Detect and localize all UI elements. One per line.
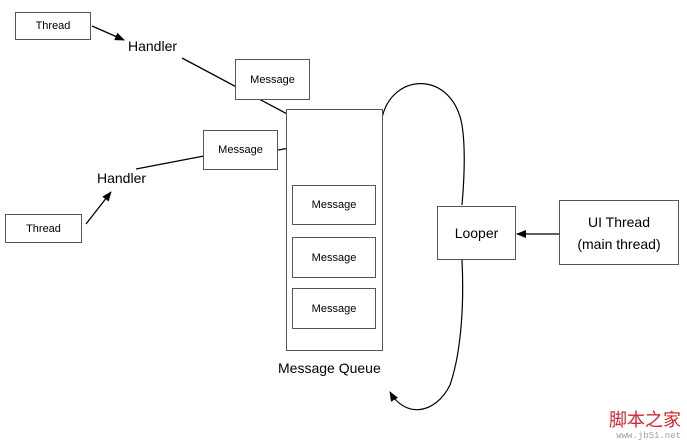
looper-cycle-arc-bottom (389, 259, 464, 411)
message-queue-box: Message Message Message (286, 109, 383, 351)
watermark-url: www.jb51.net (616, 431, 681, 441)
watermark: 脚本之家 www.jb51.net (609, 410, 681, 442)
thread-label: Thread (26, 222, 61, 235)
message-box-incoming-top: Message (235, 59, 310, 100)
message-label: Message (311, 199, 357, 211)
message-queue-label: Message Queue (278, 360, 381, 376)
looper-box: Looper (437, 206, 516, 260)
queue-message-2: Message (292, 237, 376, 278)
handler-label-top: Handler (128, 38, 178, 54)
queue-message-1: Message (292, 185, 376, 225)
ui-thread-box: UI Thread (main thread) (559, 200, 679, 265)
queue-message-3: Message (292, 288, 376, 329)
message-label: Message (218, 144, 263, 156)
ui-thread-label: UI Thread (588, 213, 650, 230)
line-handler-bottom-to-message (135, 155, 205, 170)
arrow-thread-to-handler-bottom (85, 191, 112, 225)
handler-label-bottom: Handler (97, 170, 147, 186)
message-label: Message (311, 251, 357, 264)
thread-box-top: Thread (15, 12, 91, 40)
looper-cycle-arc-top (381, 83, 465, 206)
message-box-incoming-bottom: Message (203, 130, 278, 170)
thread-label: Thread (35, 20, 71, 32)
message-label: Message (311, 302, 357, 315)
thread-box-bottom: Thread (5, 214, 82, 243)
ui-thread-sublabel: (main thread) (577, 235, 661, 252)
message-label: Message (250, 73, 295, 86)
arrow-thread-to-handler-top (91, 25, 125, 41)
watermark-chinese-text: 脚本之家 (609, 410, 681, 431)
looper-label: Looper (454, 225, 499, 241)
